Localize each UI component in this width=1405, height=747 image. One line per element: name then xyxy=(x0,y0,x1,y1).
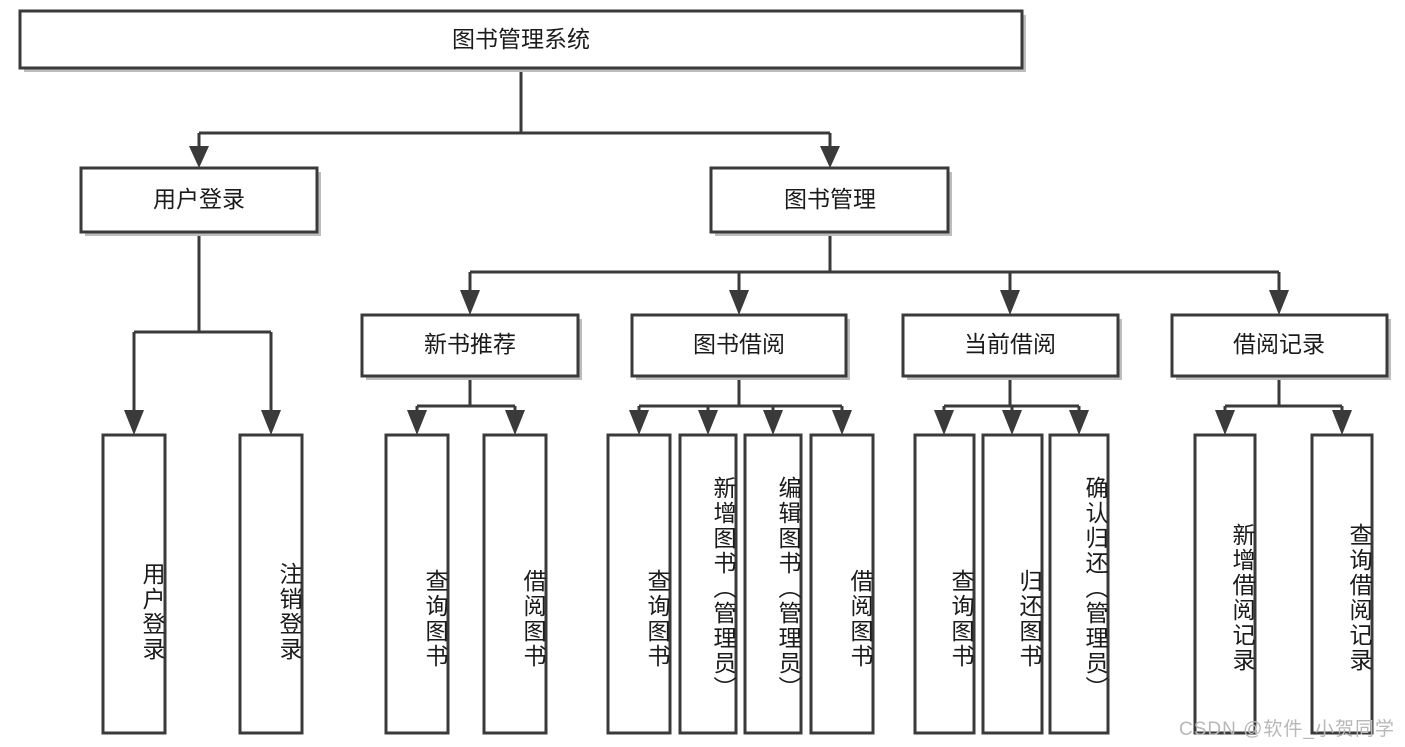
connector-layer xyxy=(124,68,1352,435)
arrow-head-leaf-query-book-2 xyxy=(629,410,649,435)
arrow-head-leaf-borrow-book-2 xyxy=(832,410,852,435)
arrow-head-book-borrow xyxy=(729,290,749,315)
arrow-head-borrow-record xyxy=(1269,290,1289,315)
node-current-borrow-label: 当前借阅 xyxy=(964,331,1056,357)
node-borrow-record-box[interactable] xyxy=(1170,313,1389,378)
arrow-head-leaf-add-borrow-record xyxy=(1215,410,1235,435)
leaf-box-query-book-2[interactable] xyxy=(606,433,672,735)
leaf-box-borrow-book-1[interactable] xyxy=(482,433,548,735)
node-current-borrow-box[interactable] xyxy=(901,313,1120,378)
leaf-box-query-book-3[interactable] xyxy=(913,433,976,735)
node-new-book-recommend-box[interactable] xyxy=(360,313,580,378)
arrow-head-leaf-query-book-3 xyxy=(934,410,954,435)
arrow-head-current-borrow xyxy=(1000,290,1020,315)
arrow-head-leaf-add-book xyxy=(698,410,718,435)
arrow-head-new-book-recommend xyxy=(460,290,480,315)
node-book-manage-box[interactable] xyxy=(709,166,950,234)
node-borrow-record-label: 借阅记录 xyxy=(1233,331,1325,357)
arrow-head-leaf-query-borrow-record xyxy=(1332,410,1352,435)
leaf-box-add-borrow-record[interactable] xyxy=(1193,433,1257,735)
leaf-box-query-book-1[interactable] xyxy=(384,433,450,735)
node-book-borrow-label: 图书借阅 xyxy=(693,331,785,357)
leaf-box-user-logout[interactable] xyxy=(238,433,304,735)
arrow-head-leaf-query-book-1 xyxy=(407,410,427,435)
arrow-head-leaf-user-login xyxy=(124,410,144,435)
leaf-box-query-borrow-record[interactable] xyxy=(1310,433,1374,735)
arrow-head-leaf-borrow-book-1 xyxy=(505,410,525,435)
leaf-box-layer xyxy=(101,433,1374,735)
leaf-box-user-login[interactable] xyxy=(101,433,167,735)
node-book-manage-label: 图书管理 xyxy=(784,186,876,212)
leaf-box-borrow-book-2[interactable] xyxy=(809,433,875,735)
node-user-login-box[interactable] xyxy=(79,166,319,234)
arrow-head-user-login xyxy=(189,146,209,168)
leaf-box-confirm-return[interactable] xyxy=(1048,433,1110,735)
arrow-head-leaf-return-book xyxy=(1002,410,1022,435)
csdn-watermark: CSDN @软件_小贺同学 xyxy=(1179,719,1395,740)
node-book-borrow-box[interactable] xyxy=(630,313,848,378)
arrow-head-leaf-confirm-return xyxy=(1069,410,1089,435)
arrow-head-book-manage xyxy=(820,146,840,168)
leaf-box-add-book[interactable] xyxy=(678,433,738,735)
node-new-book-recommend-label: 新书推荐 xyxy=(424,331,516,357)
node-root-label: 图书管理系统 xyxy=(452,26,590,52)
arrow-head-leaf-edit-book xyxy=(763,410,783,435)
node-layer: 图书管理系统 用户登录 图书管理 新书推荐 图书借阅 当前借阅 借阅记录 xyxy=(18,9,1391,735)
arrow-head-leaf-user-logout xyxy=(261,410,281,435)
node-root-box[interactable] xyxy=(18,9,1024,70)
leaf-box-edit-book[interactable] xyxy=(743,433,803,735)
node-user-login-label: 用户登录 xyxy=(153,186,245,212)
leaf-box-return-book[interactable] xyxy=(981,433,1044,735)
